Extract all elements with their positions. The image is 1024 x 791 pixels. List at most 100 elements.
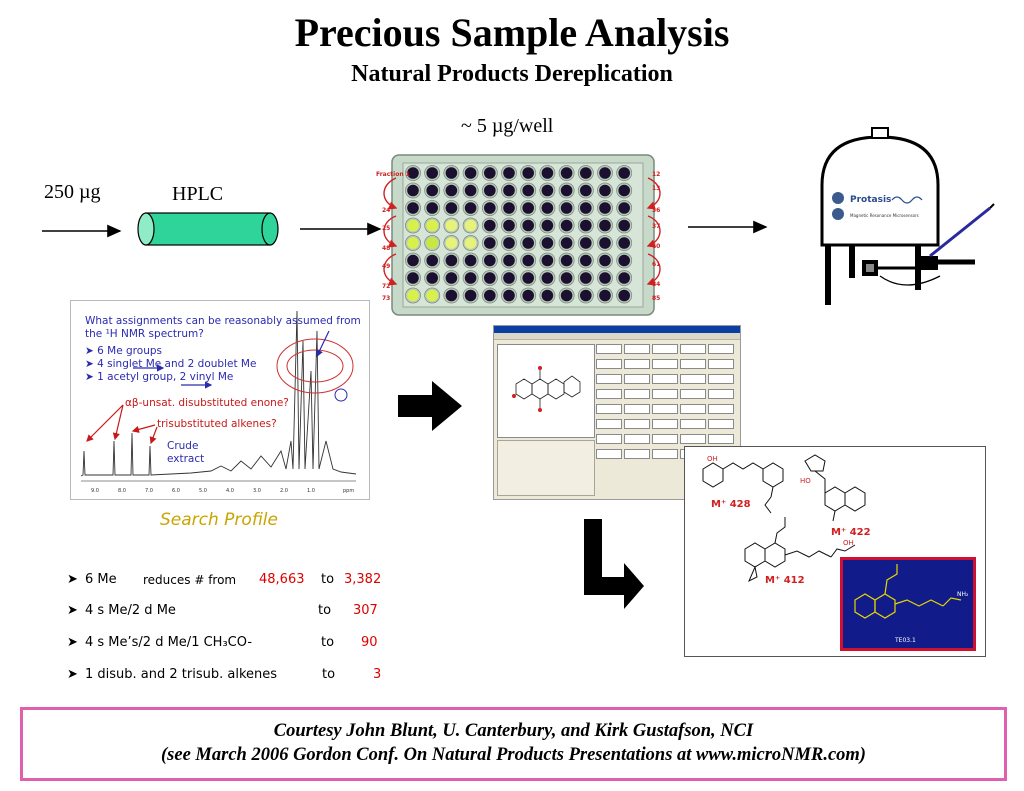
nmr-axis-tick: 6.0	[172, 488, 180, 494]
plate-well-liquid	[503, 289, 515, 302]
bullet-arrow-icon: ➤	[67, 635, 78, 650]
plate-well-liquid	[580, 167, 592, 179]
plate-well-liquid	[618, 202, 630, 214]
form-field-box	[708, 359, 734, 369]
plate-well-liquid	[580, 219, 592, 232]
form-field-box	[596, 359, 622, 369]
alkene-note: trisubstituted alkenes?	[157, 418, 277, 430]
form-field-box	[680, 419, 706, 429]
plate-well-liquid	[464, 184, 477, 197]
plate-well-liquid	[599, 184, 611, 197]
fraction-label-right-1: 12	[652, 171, 660, 178]
plate-well-liquid	[580, 272, 592, 284]
plate-well-liquid	[541, 237, 554, 249]
plate-well-liquid	[599, 289, 611, 302]
plate-well-liquid	[464, 272, 477, 284]
footer-credit-line1: Courtesy John Blunt, U. Canterbury, and …	[273, 721, 754, 741]
form-field-box	[652, 374, 678, 384]
fraction-label-right-7: 84	[652, 281, 660, 288]
sample-amount-label: 250 µg	[44, 181, 101, 203]
hit-mass-428: M⁺ 428	[711, 499, 751, 510]
form-field-box	[708, 374, 734, 384]
nh2-label: NH₂	[957, 591, 969, 598]
form-field-box	[708, 344, 734, 354]
nmr-bullet-1-text: 6 Me groups	[97, 345, 162, 357]
plate-well-liquid	[522, 167, 534, 179]
nmr-spectrum: 9.0 8.0 7.0 6.0 5.0 4.0 3.0 2.0 1.0 ppm	[80, 310, 357, 494]
plate-well-liquid	[599, 167, 611, 179]
fraction-label-left-4: 48	[382, 245, 390, 252]
plate-well-liquid	[503, 237, 515, 249]
fraction-label-right-3: 36	[652, 207, 660, 214]
form-field-box	[624, 344, 650, 354]
nmr-axis-tick: 7.0	[145, 488, 153, 494]
plate-well-liquid	[445, 219, 458, 232]
nmr-question-line1: What assignments can be reasonably assum…	[85, 315, 361, 327]
nmr-axis-tick: 3.0	[253, 488, 261, 494]
form-field-box	[708, 404, 734, 414]
form-field-box	[624, 404, 650, 414]
plate-well-liquid	[599, 219, 611, 232]
nmr-bullet-3: ➤ 1 acetyl group, 2 vinyl Me	[85, 371, 234, 383]
crude-label-line1: Crude	[167, 440, 199, 452]
plate-well-liquid	[464, 219, 477, 232]
plate-well-liquid	[445, 202, 458, 214]
form-field-box	[596, 404, 622, 414]
nmr-axis-tick: 4.0	[226, 488, 234, 494]
form-field-box	[680, 374, 706, 384]
reduction-to-value: 3,382	[344, 572, 382, 587]
plate-well-liquid	[484, 289, 496, 302]
plate-well-liquid	[407, 254, 419, 267]
bullet-arrow-icon: ➤	[67, 603, 78, 618]
fraction-label-right-2: 13	[652, 185, 660, 192]
plate-well-liquid	[541, 167, 554, 179]
fraction-label-left-7: 73	[382, 295, 390, 302]
reduction-criterion: 4 s Me’s/2 d Me/1 CH₃CO-	[85, 635, 253, 650]
page-subtitle: Natural Products Dereplication	[351, 61, 673, 87]
plate-well-liquid	[407, 167, 419, 179]
te03-1-label: TE03.1	[894, 637, 916, 644]
form-field-box	[652, 344, 678, 354]
form-field-box	[596, 449, 622, 459]
plate-well-liquid	[445, 272, 458, 284]
nmr-axis-tick: ppm	[343, 488, 354, 494]
plate-well-liquid	[522, 219, 534, 232]
plate-well-liquid	[522, 237, 534, 249]
form-field-box	[624, 449, 650, 459]
nmr-magnet: Protasis Magnetic Resonance Microsensors	[820, 127, 995, 305]
plate-well-liquid	[407, 202, 419, 214]
plate-well-liquid	[560, 167, 573, 179]
plate-well-liquid	[522, 289, 534, 302]
plate-well-liquid	[560, 254, 573, 267]
fraction-label-right-8: 85	[652, 295, 660, 302]
well-amount-label: ~ 5 µg/well	[461, 115, 554, 137]
plate-well-liquid	[445, 184, 458, 197]
plate-well-liquid	[484, 184, 496, 197]
plate-well-liquid	[618, 184, 630, 197]
plate-well-liquid	[484, 237, 496, 249]
form-field-box	[680, 404, 706, 414]
nmr-axis-tick: 9.0	[91, 488, 99, 494]
form-field-box	[708, 389, 734, 399]
plate-well-liquid	[522, 272, 534, 284]
form-field-box	[596, 389, 622, 399]
plate-well-liquid	[618, 289, 630, 302]
plate-well-liquid	[407, 289, 419, 302]
form-field-box	[680, 359, 706, 369]
plate-well-liquid	[580, 184, 592, 197]
nmr-bullet-3-text: 1 acetyl group, 2 vinyl Me	[97, 371, 234, 383]
plate-well-liquid	[599, 254, 611, 267]
hplc-label: HPLC	[172, 183, 224, 205]
plate-well-liquid	[541, 272, 554, 284]
hit-mass-412: M⁺ 412	[765, 575, 805, 586]
form-field-box	[680, 344, 706, 354]
form-field-box	[596, 344, 622, 354]
form-field-box	[652, 389, 678, 399]
plate-well-liquid	[445, 254, 458, 267]
hplc-column	[137, 212, 279, 246]
plate-well-liquid	[560, 237, 573, 249]
nmr-axis-tick: 8.0	[118, 488, 126, 494]
form-field-box	[624, 419, 650, 429]
well-plate: Fraction 1 24 25 48 49 72 73 12 13 36 37…	[376, 154, 661, 316]
plate-well-liquid	[407, 184, 419, 197]
